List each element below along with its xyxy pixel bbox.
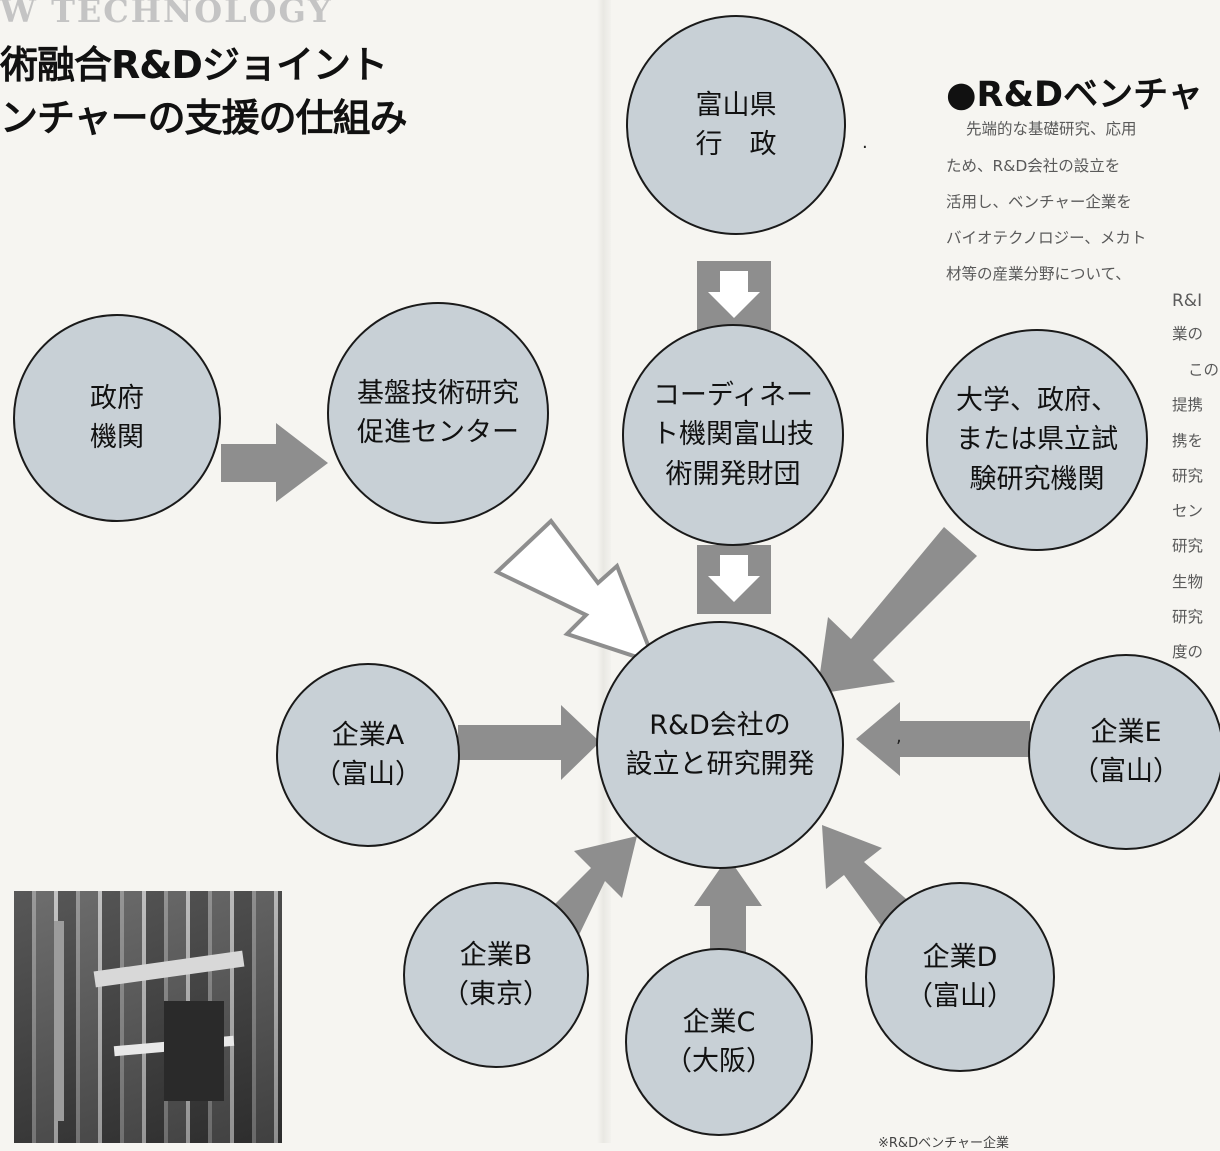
narrow-line-8: 研究 <box>1172 537 1204 555</box>
arrow-government-to-kiban <box>221 423 328 502</box>
node-center-line-2: 設立と研究開発 <box>625 749 815 780</box>
page-title-line-2: ンチャーの支援の仕組み <box>0 96 408 140</box>
arrow-company-b-to-center <box>552 836 637 935</box>
node-company-b-line-2: （東京） <box>442 979 550 1010</box>
node-company-c-line-2: （大阪） <box>665 1046 773 1077</box>
arrow-university-to-center <box>817 527 977 694</box>
node-national-government-line-2: 機関 <box>90 422 144 453</box>
page-title-line-1: 術融合R&Dジョイント <box>0 43 388 87</box>
node-company-c-line-1: 企業C <box>682 1006 756 1038</box>
node-kiban-center: 基盤技術研究促進センター <box>327 302 549 524</box>
node-toyama-government: 富山県行 政 <box>626 15 846 235</box>
narrow-line-10: 研究 <box>1172 608 1204 626</box>
node-company-e: 企業E （富山） <box>1028 654 1220 850</box>
node-company-d-line-2: （富山） <box>906 981 1014 1012</box>
node-university-line-2: または県立試 <box>956 424 1118 456</box>
node-company-c: 企業C （大阪） <box>625 948 813 1136</box>
arrow-company-a-to-center <box>458 705 600 780</box>
header-english-label: W TECHNOLOGY <box>0 0 333 30</box>
node-national-government-line-1: 政府 <box>90 382 144 414</box>
narrow-line-9: 生物 <box>1172 573 1204 591</box>
tick-mark: , <box>896 726 902 747</box>
paragraph-line-1: 先端的な基礎研究、応用 <box>966 120 1137 138</box>
machinery-photo <box>14 891 282 1143</box>
paragraph-line-4: バイオテクノロジー、メカト <box>946 229 1147 247</box>
node-university-line-3: 験研究機関 <box>969 463 1105 495</box>
narrow-line-5: 携を <box>1172 432 1204 450</box>
node-company-a-line-1: 企業A <box>331 719 405 751</box>
arrow-kiban-to-center <box>493 518 659 667</box>
node-coordinator-line-2: ト機関富山技 <box>652 419 814 451</box>
node-company-e-line-1: 企業E <box>1090 716 1162 748</box>
node-national-government: 政府機関 <box>13 314 221 522</box>
narrow-line-1: R&I <box>1172 291 1203 311</box>
paragraph-line-5: 材等の産業分野について、 <box>946 265 1131 283</box>
narrow-line-2: 業の <box>1172 325 1204 343</box>
arrow-company-d-to-center <box>822 825 912 927</box>
narrow-line-3: この <box>1188 361 1220 379</box>
node-company-d-line-1: 企業D <box>922 941 998 973</box>
narrow-line-7: セン <box>1172 502 1204 520</box>
node-university-institutes: 大学、政府、または県立試験研究機関 <box>926 329 1148 551</box>
node-coordinator-foundation: コーディネート機関富山技術開発財団 <box>622 324 844 546</box>
node-coordinator-line-1: コーディネー <box>652 380 814 412</box>
node-company-e-line-2: （富山） <box>1072 756 1180 787</box>
narrow-line-6: 研究 <box>1172 467 1204 485</box>
paragraph-line-3: 活用し、ベンチャー企業を <box>946 193 1132 211</box>
arrow-coordinator-to-center <box>697 545 771 614</box>
narrow-line-4: 提携 <box>1172 396 1204 414</box>
node-university-line-1: 大学、政府、 <box>956 385 1118 417</box>
node-company-a-line-2: （富山） <box>314 759 422 790</box>
node-company-d: 企業D （富山） <box>865 882 1055 1072</box>
speck-mark: · <box>862 137 868 158</box>
node-company-a: 企業A （富山） <box>276 663 460 847</box>
arrow-company-e-to-center <box>856 702 1030 776</box>
paragraph-line-2: ため、R&D会社の設立を <box>946 157 1121 175</box>
right-section-title: ●R&Dベンチャ <box>946 75 1203 115</box>
narrow-line-11: 度の <box>1172 643 1204 661</box>
node-center-line-1: R&D会社の <box>649 709 791 741</box>
node-rd-company-center: R&D会社の設立と研究開発 <box>596 621 844 869</box>
node-company-b: 企業B （東京） <box>403 882 589 1068</box>
node-toyama-government-line-1: 富山県 <box>695 89 777 121</box>
node-kiban-center-line-1: 基盤技術研究 <box>357 377 519 409</box>
node-kiban-center-line-2: 促進センター <box>357 417 519 448</box>
node-toyama-government-line-2: 行 政 <box>695 129 777 160</box>
arrow-company-c-to-center <box>694 857 762 952</box>
footnote: ※R&Dベンチャー企業 <box>878 1136 1009 1151</box>
arrow-toyama-to-coordinator <box>697 261 771 330</box>
node-company-b-line-1: 企業B <box>459 939 533 971</box>
node-coordinator-line-3: 術開発財団 <box>665 458 801 490</box>
